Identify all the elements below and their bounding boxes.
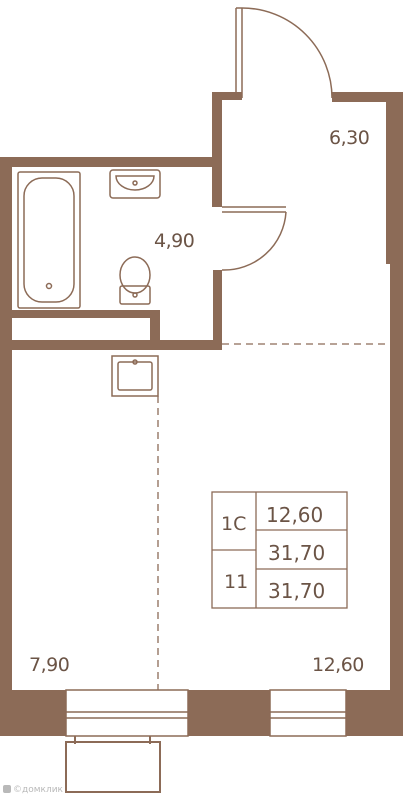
wall-bottom-left xyxy=(0,690,66,736)
wall-bottom-mid xyxy=(188,690,270,736)
window-right xyxy=(269,689,347,737)
wall-bath-bottom xyxy=(0,340,222,350)
wall-left-outer xyxy=(0,157,12,710)
info-floor: 11 xyxy=(224,571,248,593)
walls xyxy=(0,92,403,736)
balcony xyxy=(65,736,161,793)
info-living-area: 12,60 xyxy=(266,503,323,527)
domclick-logo-icon xyxy=(3,785,11,793)
wall-bottom-right xyxy=(346,690,403,736)
entrance-door xyxy=(235,7,333,99)
zone-dividers xyxy=(157,343,390,690)
wall-hall-left-jamb xyxy=(212,92,242,100)
bathtub-icon xyxy=(17,171,81,309)
info-total-area-2: 31,70 xyxy=(268,579,325,603)
apartment-info-card xyxy=(211,491,348,609)
wall-bath-top xyxy=(0,157,222,167)
kitchen-sink-icon xyxy=(111,355,159,397)
wall-bath-shelf xyxy=(0,310,160,318)
room-area-kitchen: 7,90 xyxy=(29,654,69,676)
wall-hall-top-right xyxy=(332,92,403,102)
watermark-text: ©домклик xyxy=(13,785,64,795)
room-area-hall: 6,30 xyxy=(329,127,369,149)
room-area-living: 12,60 xyxy=(312,654,364,676)
sink-icon xyxy=(109,169,161,199)
bathroom-door xyxy=(221,206,287,271)
wall-hall-left xyxy=(212,92,222,207)
windows xyxy=(65,689,347,737)
info-rooms-code: 1С xyxy=(221,513,246,535)
wall-bath-right-lower xyxy=(213,270,222,350)
wall-right-outer-low xyxy=(390,264,403,710)
room-area-bathroom: 4,90 xyxy=(154,230,194,252)
info-total-area: 31,70 xyxy=(268,541,325,565)
wall-right-outer xyxy=(386,92,403,264)
wall-bath-shelf-end xyxy=(150,310,160,350)
window-left xyxy=(65,689,189,737)
toilet-icon xyxy=(119,256,151,305)
